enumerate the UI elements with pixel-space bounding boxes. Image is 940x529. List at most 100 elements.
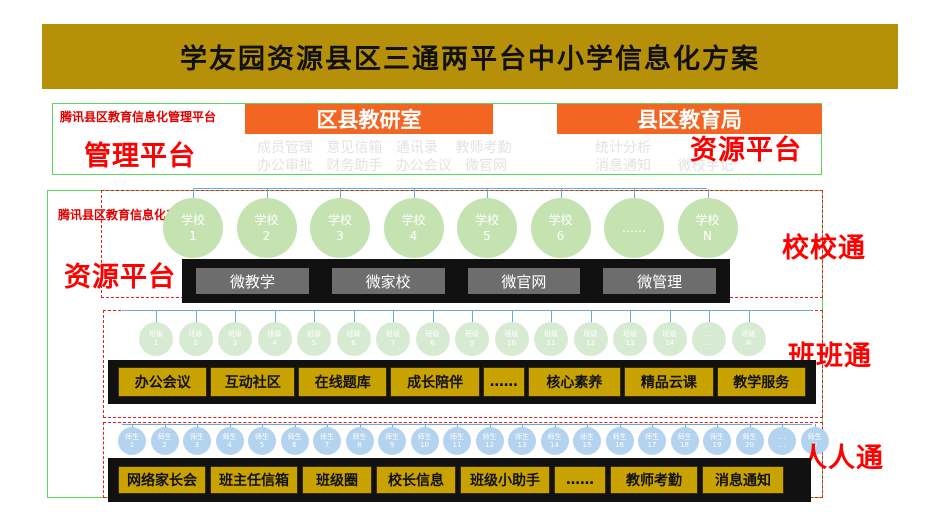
student-node-number: 18 [680, 441, 689, 449]
district-research-office: 区县教研室 [245, 104, 493, 134]
student-connector-13 [522, 424, 523, 428]
class-connector-16 [748, 311, 750, 323]
student-node-label: 师生 [645, 433, 659, 441]
student-connector-16 [619, 424, 621, 428]
class-node-label: 班级 [149, 330, 163, 338]
school-node-number: 6 [556, 229, 565, 243]
class-service-5[interactable]: …… [482, 367, 525, 397]
student-node-label: 师生 [287, 433, 302, 441]
student-connector-9 [392, 424, 393, 428]
student-connector-8 [359, 424, 361, 428]
student-node-label: 师生 [190, 433, 204, 441]
student-node-number: 19 [712, 441, 722, 449]
class-node-label: 班级 [741, 330, 756, 338]
student-connector-20 [749, 424, 751, 428]
class-service-1[interactable]: 办公会议 [118, 367, 208, 397]
people-service-5[interactable]: 班级小助手 [460, 466, 550, 494]
class-service-6[interactable]: 核心素养 [527, 367, 622, 397]
student-node-number: 7 [324, 441, 330, 449]
student-node-label: 师生 [385, 433, 399, 441]
people-service-8[interactable]: 消息通知 [702, 466, 784, 494]
class-service-8[interactable]: 教学服务 [716, 367, 807, 397]
class-node-label: 班级 [583, 330, 598, 338]
people-service-6[interactable]: …… [554, 466, 606, 494]
resource-platform-heading: 资源平台 [64, 262, 176, 293]
class-connector-14 [669, 311, 671, 323]
management-feature-right-1: 统计分析 [595, 140, 651, 156]
class-connector-7 [393, 311, 394, 323]
class-node-number: N [745, 339, 752, 347]
student-node-label: 师生 [482, 433, 497, 441]
class-node-label: 班级 [504, 330, 519, 338]
class-service-4[interactable]: 成长陪伴 [390, 367, 480, 397]
school-node-number: 3 [336, 229, 344, 243]
student-connector-7 [327, 424, 328, 428]
student-node-label: 师生 [742, 433, 757, 441]
class-node-number: 5 [311, 339, 317, 347]
people-service-2[interactable]: 班主任信箱 [210, 466, 298, 494]
class-node-number: 6 [351, 339, 356, 347]
student-node-number: 11 [452, 441, 462, 449]
class-node-number: 2 [193, 339, 198, 347]
people-service-3[interactable]: 班级圈 [302, 466, 372, 494]
service-micro-teaching[interactable]: 微教学 [196, 268, 309, 294]
school-node-label: 学校 [695, 213, 720, 227]
class-connector-12 [590, 311, 592, 323]
service-micro-website[interactable]: 微官网 [467, 268, 581, 294]
people-service-7[interactable]: 教师考勤 [610, 466, 698, 494]
class-node-number: 4 [272, 339, 277, 347]
student-connector-17 [652, 424, 653, 428]
class-connector-5 [314, 311, 315, 323]
county-education-bureau: 县区教育局 [557, 104, 822, 134]
class-connector [122, 310, 812, 311]
school-connector-3 [340, 189, 341, 199]
school-service-bar: 微教学 微家校 微官网 微管理 [182, 259, 730, 303]
class-connector-9 [472, 311, 473, 323]
service-micro-management[interactable]: 微管理 [603, 268, 716, 294]
student-node-label: 师生 [320, 433, 334, 441]
service-micro-home-school[interactable]: 微家校 [331, 268, 445, 294]
management-feature-right-2: 消息通知 微校手记 [595, 158, 734, 174]
class-service-2[interactable]: 互动社区 [210, 367, 295, 397]
management-feature-line-1: 成员管理 意见信箱 通讯录 教师考勤 [257, 140, 512, 156]
class-connector-8 [432, 311, 434, 323]
class-service-7[interactable]: 精品云课 [624, 367, 714, 397]
class-connector-4 [274, 311, 276, 323]
class-node-number: 7 [390, 339, 396, 347]
student-connector-15 [587, 424, 588, 428]
school-connector-6 [560, 189, 562, 199]
school-connector-5 [487, 189, 488, 199]
products-caption: 腾讯县区教育信息化产品 [58, 208, 191, 222]
student-node-label: 师生 [125, 433, 139, 441]
student-node-number: 4 [227, 441, 232, 449]
student-node-number: 13 [517, 441, 527, 449]
student-node-number: 15 [582, 441, 592, 449]
student-connector-4 [229, 424, 231, 428]
class-node-label: 班级 [623, 330, 637, 338]
people-service-1[interactable]: 网络家长会 [118, 466, 206, 494]
student-node-label: 师生 [157, 433, 172, 441]
student-node-label: 师生 [710, 433, 724, 441]
class-service-3[interactable]: 在线题库 [297, 367, 388, 397]
class-node-number: 14 [665, 339, 674, 347]
student-node-label: 师生 [352, 433, 367, 441]
people-link-heading: 人人通 [800, 443, 884, 474]
people-service-4[interactable]: 校长信息 [376, 466, 456, 494]
